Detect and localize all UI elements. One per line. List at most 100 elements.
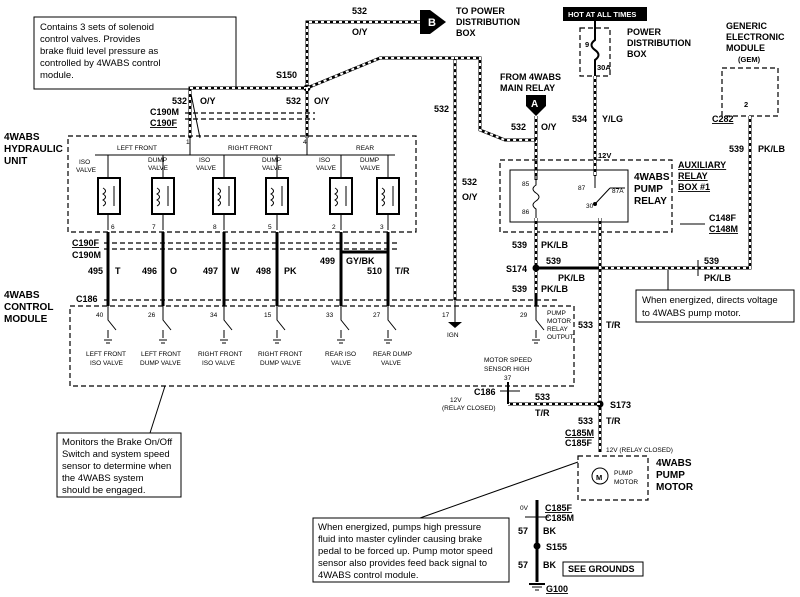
- wire-533-right: 533 T/R S173 533 T/R 533 T/R C185M C185F: [508, 218, 631, 452]
- main-relay-label: MAIN RELAY: [500, 83, 555, 93]
- wire-circuit-label: 57: [518, 526, 528, 536]
- module-pin: 27: [373, 312, 381, 319]
- callout-line: brake fluid level pressure as: [40, 46, 159, 57]
- control-title: CONTROL: [4, 302, 53, 313]
- wire-circuit-label: 532: [352, 6, 367, 16]
- valve-rear-iso: ISO VALVE 2: [316, 155, 353, 231]
- gem-pin: 2: [744, 100, 748, 109]
- speed-voltage: 12V: [450, 397, 462, 404]
- valve-label: DUMP: [262, 157, 281, 164]
- callout-line: 4WABS control module.: [318, 570, 419, 581]
- module-pin: 40: [96, 312, 104, 319]
- pump-voltage: 12V (RELAY CLOSED): [606, 447, 673, 454]
- relay-pin: 30: [586, 203, 594, 210]
- ign-label: IGN: [447, 332, 459, 339]
- callout-line: to 4WABS pump motor.: [642, 308, 741, 319]
- hydraulic-title: UNIT: [4, 156, 27, 167]
- wire-color-label: PK/LB: [541, 240, 569, 250]
- wire-color-label: W: [231, 266, 240, 276]
- module-pin: 17: [442, 312, 450, 319]
- callout-line: controlled by 4WABS control: [40, 58, 161, 69]
- relay-conn: C148M: [709, 224, 738, 234]
- valve-label: ISO: [79, 159, 90, 166]
- gem-title: GENERIC: [726, 21, 768, 31]
- connector-label: C185M: [565, 428, 594, 438]
- relay-box-label: RELAY: [678, 171, 708, 181]
- relay-box-label: BOX #1: [678, 182, 710, 192]
- pump-relay-output-label: OUTPUT: [547, 334, 574, 341]
- wire-color-label: PK/LB: [541, 284, 569, 294]
- pump-relay-title: 4WABS: [634, 172, 670, 183]
- ground-label-g100: G100: [546, 584, 568, 594]
- generic-electronic-module: GENERIC ELECTRONIC MODULE (GEM) 2 C282 5…: [600, 21, 786, 270]
- wire-color-label: BK: [543, 526, 556, 536]
- wire-color-label: PK/LB: [558, 273, 586, 283]
- wire-color-label: O/Y: [352, 27, 368, 37]
- connector-label: C186: [474, 387, 496, 397]
- pdb-label: BOX: [627, 49, 647, 59]
- wire-color-label: T/R: [535, 408, 550, 418]
- fuse-amperage: 30A: [597, 63, 611, 72]
- connector-marker-b: B: [428, 17, 436, 29]
- wire-color-label: O: [170, 266, 177, 276]
- valve-group: RIGHT FRONT: [228, 145, 272, 152]
- main-relay-feed: FROM 4WABS MAIN RELAY A 532 O/Y: [455, 56, 561, 180]
- module-pin: 34: [210, 312, 218, 319]
- wire-532-top: 532 O/Y B TO POWER DISTRIBUTION BOX S150…: [150, 6, 520, 300]
- top-pin: 1: [186, 139, 190, 146]
- valve-pin: 3: [380, 224, 384, 231]
- connector-label: C190M: [72, 250, 101, 260]
- pump-relay-output-label: PUMP: [547, 310, 566, 317]
- output-label: DUMP VALVE: [260, 360, 301, 367]
- connector-label: C185F: [565, 438, 593, 448]
- splice-label-s174: S174: [506, 264, 527, 274]
- valve-group: LEFT FRONT: [117, 145, 157, 152]
- speed-voltage: (RELAY CLOSED): [442, 405, 496, 412]
- output-label: VALVE: [381, 360, 402, 367]
- callout-pump-relay: When energized, directs voltage to 4WABS…: [635, 270, 795, 323]
- pump-inner-label: PUMP: [614, 470, 633, 477]
- pump-relay-output-label: RELAY: [547, 326, 568, 333]
- wire-color-label: T/R: [606, 416, 621, 426]
- wire-circuit-label: 539: [512, 240, 527, 250]
- connector-marker-a: A: [531, 99, 538, 110]
- wire-color-label: O/Y: [314, 96, 330, 106]
- callout-line: should be engaged.: [62, 485, 145, 496]
- splice-label-s155: S155: [546, 542, 567, 552]
- power-distribution-box: HOT AT ALL TIMES 9 30A POWER DISTRIBUTIO…: [563, 7, 691, 176]
- valve-lf-iso: ISO VALVE 6: [76, 155, 121, 231]
- relay-voltage: 12V: [598, 151, 611, 160]
- pdb-label: POWER: [627, 27, 662, 37]
- valve-group: REAR: [356, 145, 374, 152]
- relay-pin: 87A: [612, 188, 624, 195]
- wire-circuit-label: 510: [367, 266, 382, 276]
- output-label: ISO VALVE: [90, 360, 124, 367]
- valve-rear-dump: DUMP VALVE 3: [360, 155, 400, 231]
- pump-motor-label: MOTOR: [656, 482, 694, 493]
- splice-label-s150: S150: [276, 70, 297, 80]
- output-label: VALVE: [331, 360, 352, 367]
- valve-rf-iso: ISO VALVE 8: [196, 155, 236, 231]
- wire-color-label: T/R: [395, 266, 410, 276]
- valve-pin: 8: [213, 224, 217, 231]
- connector-label: C190F: [72, 238, 100, 248]
- connector-label: C190F: [150, 118, 178, 128]
- pump-relay-title: RELAY: [634, 196, 667, 207]
- wire-circuit-label: 495: [88, 266, 103, 276]
- speed-sensor-pin: 37: [504, 375, 512, 382]
- wire-color-label: O/Y: [541, 122, 557, 132]
- valve-label: VALVE: [360, 165, 381, 172]
- wire-color-label: T/R: [606, 320, 621, 330]
- wire-color-label: O/Y: [200, 96, 216, 106]
- valve-label: VALVE: [76, 167, 97, 174]
- auxiliary-relay-box: 12V 85 86 87 87A 30 4WABS PUMP RELAY AUX…: [499, 151, 738, 234]
- valve-label: ISO: [319, 157, 330, 164]
- valve-label: DUMP: [360, 157, 379, 164]
- wire-color-label: PK/LB: [758, 144, 786, 154]
- valve-label: ISO: [199, 157, 210, 164]
- output-label: DUMP VALVE: [140, 360, 181, 367]
- wire-circuit-label: 532: [511, 122, 526, 132]
- pump-relay-title: PUMP: [634, 184, 663, 195]
- motor-symbol: M: [596, 473, 602, 482]
